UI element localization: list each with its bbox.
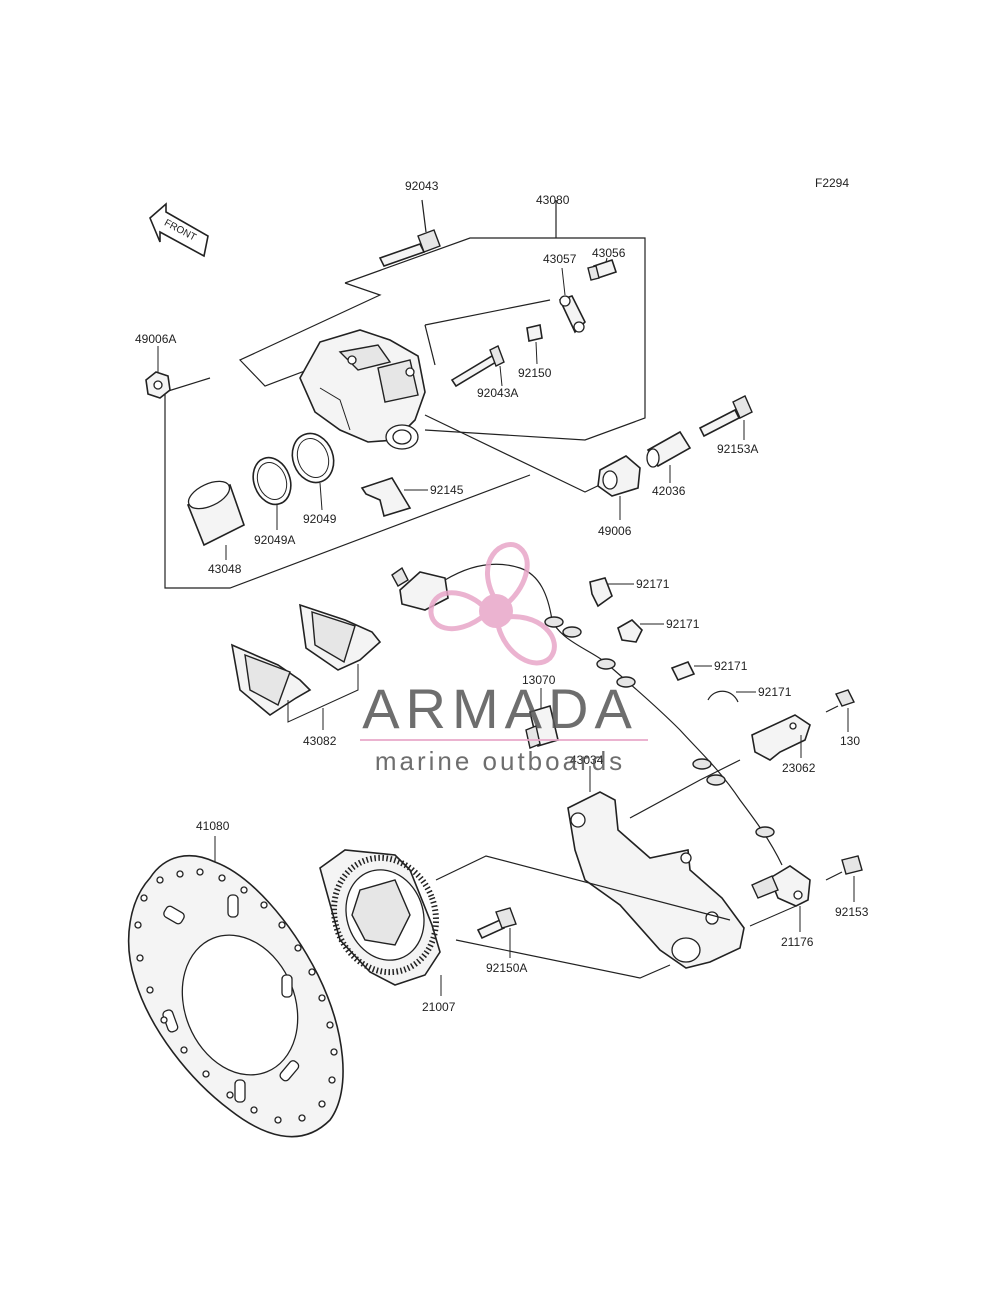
label-92171-a: 92171 [636, 577, 670, 591]
label-92153: 92153 [835, 905, 869, 919]
armada-watermark: ARMADA marine outboards [360, 542, 648, 776]
label-92171-c: 92171 [714, 659, 748, 673]
bracket-23062 [751, 714, 811, 761]
label-92043A: 92043A [477, 386, 518, 400]
bracket-13070 [525, 688, 559, 749]
clamp-92171-c [670, 660, 712, 682]
label-92171-b: 92171 [666, 617, 700, 631]
propeller-logo-icon [428, 542, 557, 666]
label-92150: 92150 [518, 366, 552, 380]
label-49006: 49006 [598, 524, 632, 538]
piston-seal-92049 [291, 432, 335, 511]
clamp-92171-b [617, 619, 664, 643]
label-41080: 41080 [196, 819, 230, 833]
label-43082: 43082 [303, 734, 337, 748]
label-43048: 43048 [208, 562, 242, 576]
bleeder-valve-43056 [587, 257, 618, 281]
watermark-brand: ARMADA [362, 677, 638, 740]
nut-49006A [145, 346, 171, 399]
label-92171-d: 92171 [758, 685, 792, 699]
watermark-tagline: marine outboards [375, 746, 625, 776]
caliper-bracket-43034 [567, 766, 745, 969]
pin-92043A [450, 345, 505, 388]
mount-leader-line [749, 905, 797, 927]
bolt-92153A [698, 395, 753, 440]
label-92049A: 92049A [254, 533, 295, 547]
label-92049: 92049 [303, 512, 337, 526]
bolt-92153 [825, 855, 863, 902]
front-arrow-icon: FRONT [149, 202, 209, 258]
cap-92150 [526, 324, 543, 365]
bracket-outline-lower [455, 939, 671, 979]
label-92150A: 92150A [486, 961, 527, 975]
label-130: 130 [840, 734, 860, 748]
brake-pads-43082 [230, 603, 382, 730]
bolt-130 [825, 689, 855, 732]
diagram-code: F2294 [815, 176, 849, 190]
bolt-92043 [378, 199, 441, 267]
piston-43048 [186, 480, 245, 560]
label-21176: 21176 [781, 935, 814, 949]
clamp-92171-d [707, 690, 756, 703]
bracket-outline-upper [435, 855, 731, 921]
label-43080: 43080 [536, 193, 570, 207]
label-92153A: 92153A [717, 442, 758, 456]
sleeve-42036 [646, 430, 692, 483]
clamp-92171-a [589, 577, 634, 608]
sensor-mount-21176 [751, 865, 811, 932]
boot-49006 [597, 455, 641, 520]
bleeder-cap-43057 [558, 267, 586, 334]
bracket-leader-line [629, 759, 741, 819]
dust-seal-92049A [252, 456, 292, 530]
label-21007: 21007 [422, 1000, 456, 1014]
label-13070: 13070 [522, 673, 556, 687]
label-92145: 92145 [430, 483, 464, 497]
label-49006A: 49006A [135, 332, 176, 346]
label-43034: 43034 [570, 753, 604, 767]
bolt-92150A [476, 907, 517, 958]
brake-caliper-body [299, 329, 426, 450]
label-43057: 43057 [543, 252, 577, 266]
label-43056: 43056 [592, 246, 626, 260]
abs-sensor-rotor-21007 [319, 849, 442, 996]
spring-92145 [360, 477, 428, 518]
label-42036: 42036 [652, 484, 686, 498]
label-92043: 92043 [405, 179, 439, 193]
brake-disc-41080 [127, 836, 344, 1138]
label-23062: 23062 [782, 761, 816, 775]
